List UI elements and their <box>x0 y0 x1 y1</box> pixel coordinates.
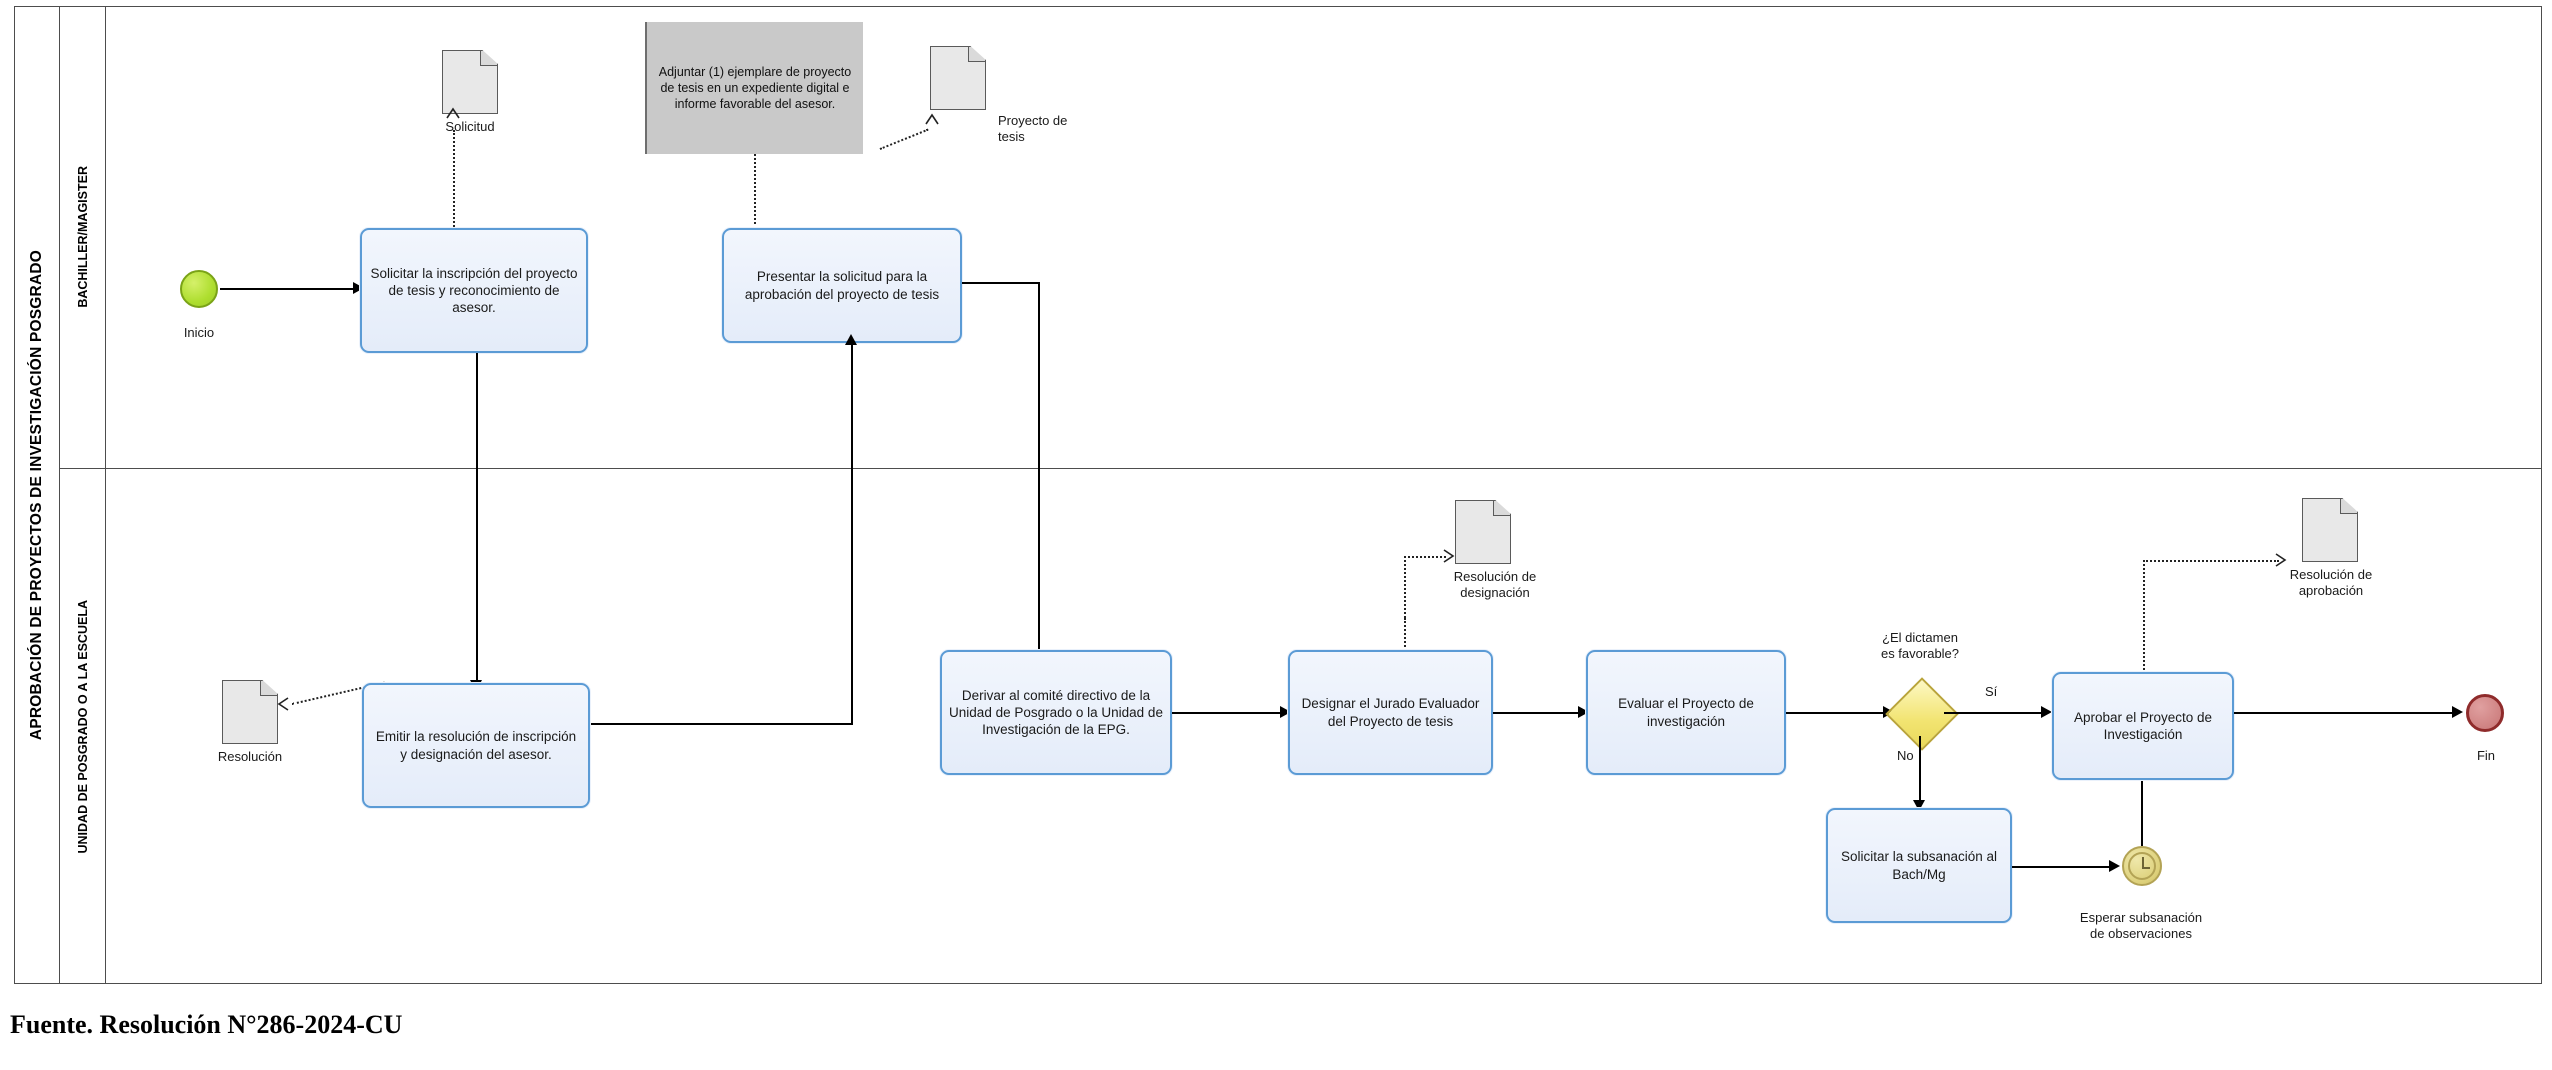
association-task3-to-resolucion-arrowhead <box>276 697 289 711</box>
association-task7-to-aprobacion-v <box>2143 560 2145 670</box>
flow-task8-to-timer <box>2012 866 2112 868</box>
association-task5-to-designacion-arrowhead <box>1442 549 1455 563</box>
task-solicitar-subsanacion[interactable]: Solicitar la subsanación al Bach/Mg <box>1826 808 2012 923</box>
association-task7-to-aprobacion-h <box>2143 560 2279 562</box>
flow-task8-to-timer-arrowhead <box>2109 860 2120 872</box>
task-evaluar-proyecto[interactable]: Evaluar el Proyecto de investigación <box>1586 650 1786 775</box>
flow-task4-to-task5-arrowhead <box>1280 706 1291 718</box>
flow-task1-to-task3 <box>476 353 478 683</box>
pool-title-label: APROBACIÓN DE PROYECTOS DE INVESTIGACIÓN… <box>27 249 45 741</box>
gateway-yes-label: Sí <box>1985 684 1998 699</box>
association-task5-stub <box>1404 618 1406 658</box>
process-pool <box>14 6 2542 984</box>
flow-start-to-task1 <box>220 288 355 290</box>
flow-task7-to-end <box>2234 712 2456 714</box>
task-emitir-resolucion[interactable]: Emitir la resolución de inscripción y de… <box>362 683 590 808</box>
gateway-no-label: No <box>1897 748 1914 763</box>
flow-task5-to-task6-arrowhead <box>1578 706 1589 718</box>
source-caption: Fuente. Resolución N°286-2024-CU <box>10 1010 403 1039</box>
document-solicitud-label: Solicitud <box>445 119 495 134</box>
task-designar-jurado[interactable]: Designar el Jurado Evaluador del Proyect… <box>1288 650 1493 775</box>
document-solicitud: Solicitud <box>425 50 515 135</box>
lane-header-bachiller-magister: BACHILLER/MAGISTER <box>60 6 106 468</box>
lane-divider <box>60 468 2542 469</box>
association-annotation-to-task2 <box>754 154 756 224</box>
flow-start-to-task1-arrowhead <box>353 282 364 294</box>
association-task2-to-proyecto-tesis-arrowhead <box>925 112 939 125</box>
flow-gateway-no-to-task8-arrowhead <box>1913 800 1925 811</box>
task-presentar-solicitud[interactable]: Presentar la solicitud para la aprobació… <box>722 228 962 343</box>
association-task1-to-solicitud <box>453 130 455 235</box>
flow-gateway-yes-to-task7 <box>1944 712 2044 714</box>
lane-label-bachiller-magister: BACHILLER/MAGISTER <box>75 166 90 308</box>
flow-task4-to-task5 <box>1172 712 1282 714</box>
text-annotation-adjuntar: Adjuntar (1) ejemplare de proyecto de te… <box>645 22 863 154</box>
start-event[interactable] <box>180 270 218 308</box>
association-task7-to-aprobacion-arrowhead <box>2274 553 2287 567</box>
flow-gateway-yes-to-task7-arrowhead <box>2041 706 2052 718</box>
flow-gateway-no-to-task8 <box>1919 736 1921 806</box>
association-task5-to-designacion-h <box>1404 556 1446 558</box>
pool-title: APROBACIÓN DE PROYECTOS DE INVESTIGACIÓN… <box>14 6 60 984</box>
flow-task6-to-gateway <box>1786 712 1886 714</box>
lane-header-unidad-posgrado: UNIDAD DE POSGRADO O A LA ESCUELA <box>60 468 106 984</box>
task-aprobar-proyecto[interactable]: Aprobar el Proyecto de Investigación <box>2052 672 2234 780</box>
timer-intermediate-event[interactable] <box>2122 846 2162 886</box>
flow-task5-to-task6 <box>1493 712 1581 714</box>
flow-task7-to-end-arrowhead <box>2452 706 2463 718</box>
flow-task3-to-task2-arrowhead <box>845 334 857 345</box>
end-event[interactable] <box>2466 694 2504 732</box>
flow-task3-to-task2-v <box>851 345 853 725</box>
document-resolucion: Resolución <box>205 680 295 765</box>
flow-task2-to-task4-h <box>962 282 1040 284</box>
association-task5-to-designacion-v <box>1404 556 1406 618</box>
flow-timer-to-task7 <box>2141 780 2143 846</box>
flow-task2-to-task4-v <box>1038 282 1040 654</box>
document-resolucion-label: Resolución <box>217 749 283 764</box>
end-event-label: Fin <box>2476 748 2496 763</box>
association-task1-to-solicitud-arrowhead <box>446 106 460 119</box>
task-solicitar-inscripcion[interactable]: Solicitar la inscripción del proyecto de… <box>360 228 588 353</box>
flow-task3-to-task2-h <box>588 723 853 725</box>
task-derivar-comite[interactable]: Derivar al comité directivo de la Unidad… <box>940 650 1172 775</box>
start-event-label: Inicio <box>183 325 215 340</box>
lane-label-unidad-posgrado: UNIDAD DE POSGRADO O A LA ESCUELA <box>75 599 90 854</box>
